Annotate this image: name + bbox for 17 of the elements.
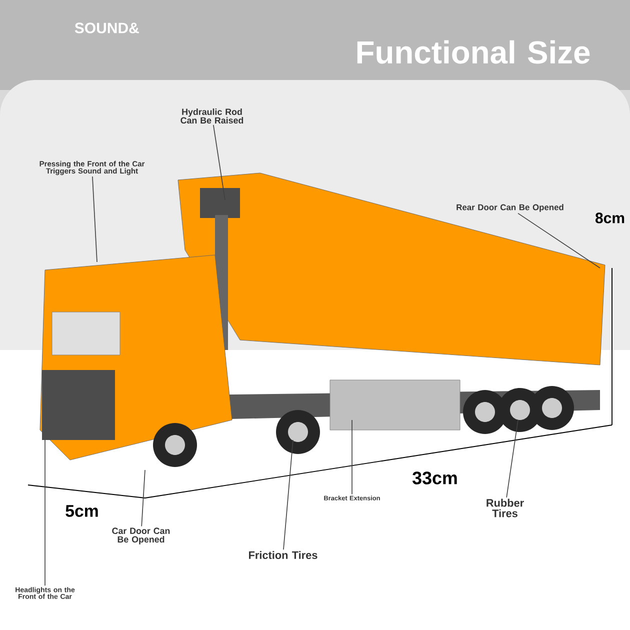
title: Functional Size (357, 40, 590, 64)
dimension-label: 8cm (595, 212, 624, 224)
callout-text: Rear Door Can Be Opened (456, 204, 564, 212)
leader-line (141, 470, 146, 527)
leader-line (506, 420, 518, 498)
dimension-label: 33cm (412, 472, 457, 484)
leader-line (518, 212, 600, 268)
dimension-label: 5cm (66, 505, 98, 517)
callout-text: Friction Tires (249, 551, 318, 559)
leader-line (92, 176, 98, 262)
callout-text: Car Door Can Be Opened (112, 528, 170, 544)
header-text: SOUND& (74, 22, 139, 34)
callout-text: Rubber Tires (486, 498, 524, 518)
callout-text: Hydraulic Rod Can Be Raised (180, 108, 244, 124)
leader-line (283, 440, 294, 550)
leader-line (44, 440, 46, 586)
leader-line (212, 124, 226, 200)
